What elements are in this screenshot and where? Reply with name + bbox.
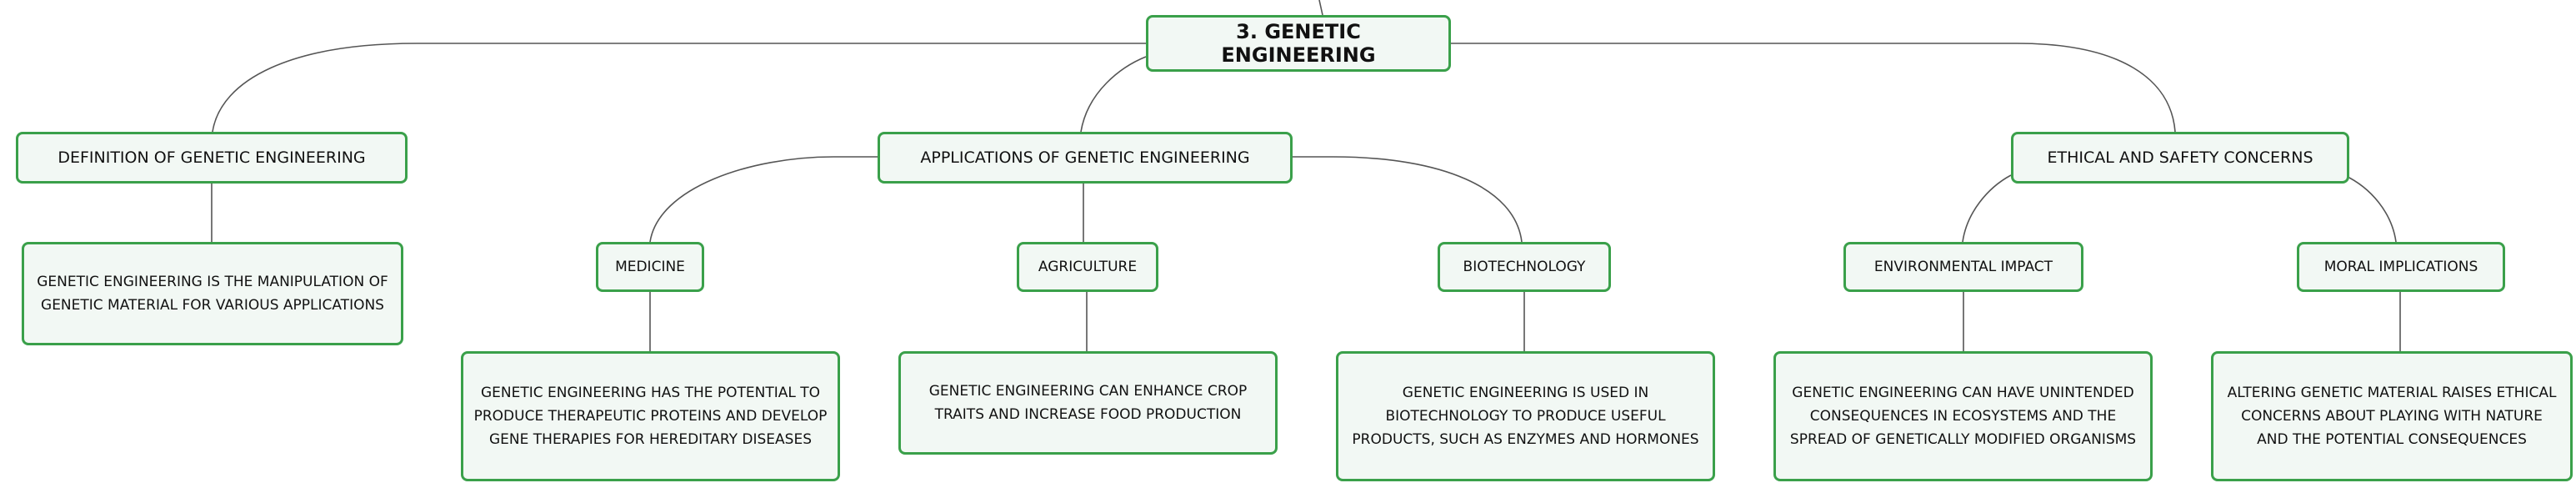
applications-label: APPLICATIONS OF GENETIC ENGINEERING	[920, 148, 1250, 167]
medicine-detail-text: GENETIC ENGINEERING HAS THE POTENTIAL TO…	[473, 385, 828, 448]
biotechnology-detail-node[interactable]: GENETIC ENGINEERING IS USED IN BIOTECHNO…	[1336, 351, 1715, 481]
definition-detail-node[interactable]: GENETIC ENGINEERING IS THE MANIPULATION …	[22, 242, 403, 345]
moral-node[interactable]: MORAL IMPLICATIONS	[2297, 242, 2505, 292]
agriculture-detail-text: GENETIC ENGINEERING CAN ENHANCE CROP TRA…	[928, 383, 1248, 423]
connector-root-definition	[212, 43, 1146, 133]
definition-detail-text: GENETIC ENGINEERING IS THE MANIPULATION …	[37, 274, 388, 314]
applications-node[interactable]: APPLICATIONS OF GENETIC ENGINEERING	[878, 132, 1293, 184]
agriculture-node[interactable]: AGRICULTURE	[1017, 242, 1158, 292]
connector-root-parent	[1318, 0, 1323, 16]
environmental-label: ENVIRONMENTAL IMPACT	[1873, 259, 2053, 275]
medicine-detail-node[interactable]: GENETIC ENGINEERING HAS THE POTENTIAL TO…	[461, 351, 840, 481]
connector-root-applications	[1080, 56, 1147, 133]
root-node[interactable]: 3. GENETIC ENGINEERING	[1146, 15, 1451, 72]
agriculture-detail-node[interactable]: GENETIC ENGINEERING CAN ENHANCE CROP TRA…	[898, 351, 1278, 455]
environmental-node[interactable]: ENVIRONMENTAL IMPACT	[1843, 242, 2083, 292]
environmental-detail-node[interactable]: GENETIC ENGINEERING CAN HAVE UNINTENDED …	[1773, 351, 2153, 481]
biotechnology-label: BIOTECHNOLOGY	[1463, 259, 1586, 275]
definition-label: DEFINITION OF GENETIC ENGINEERING	[58, 148, 366, 167]
connector-ethics-moral	[2343, 174, 2397, 243]
connector-root-ethics	[1451, 43, 2176, 133]
root-label: 3. GENETIC ENGINEERING	[1221, 20, 1376, 67]
connector-applications-biotechnology	[1293, 156, 1523, 243]
ethics-label: ETHICAL AND SAFETY CONCERNS	[2047, 148, 2313, 167]
definition-node[interactable]: DEFINITION OF GENETIC ENGINEERING	[16, 132, 408, 184]
moral-detail-node[interactable]: ALTERING GENETIC MATERIAL RAISES ETHICAL…	[2211, 351, 2573, 481]
ethics-node[interactable]: ETHICAL AND SAFETY CONCERNS	[2011, 132, 2349, 184]
agriculture-label: AGRICULTURE	[1038, 259, 1138, 275]
connector-applications-medicine	[649, 156, 878, 243]
connector-ethics-environmental	[1962, 174, 2012, 243]
biotechnology-node[interactable]: BIOTECHNOLOGY	[1438, 242, 1611, 292]
moral-label: MORAL IMPLICATIONS	[2323, 259, 2478, 275]
biotechnology-detail-text: GENETIC ENGINEERING IS USED IN BIOTECHNO…	[1352, 385, 1699, 448]
medicine-node[interactable]: MEDICINE	[596, 242, 704, 292]
environmental-detail-text: GENETIC ENGINEERING CAN HAVE UNINTENDED …	[1789, 385, 2137, 448]
medicine-label: MEDICINE	[615, 259, 685, 275]
moral-detail-text: ALTERING GENETIC MATERIAL RAISES ETHICAL…	[2227, 385, 2557, 448]
